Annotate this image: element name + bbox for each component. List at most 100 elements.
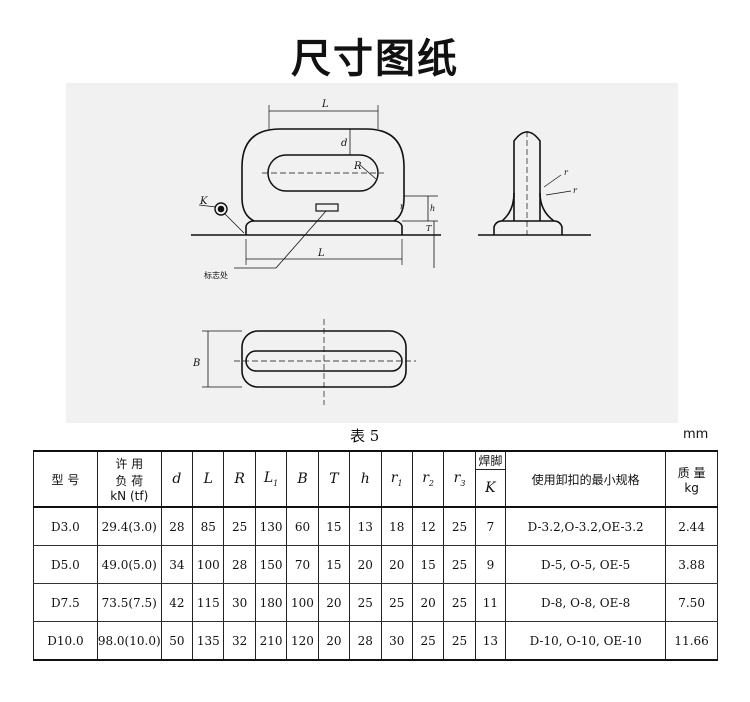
cell-T: 15 (317, 545, 351, 584)
col-r3: r3 (443, 450, 476, 508)
label-K: K (199, 196, 208, 207)
cell-h: 13 (349, 507, 382, 546)
label-r1: r (564, 168, 569, 177)
cell-shackle: D-8, O-8, OE-8 (505, 583, 667, 622)
col-T: T (317, 450, 351, 508)
col-K: K (474, 469, 507, 508)
cell-L1: 130 (254, 507, 288, 546)
cell-L: 135 (192, 621, 225, 661)
col-load-line2: 负 荷 (115, 474, 144, 488)
col-L: L (192, 450, 225, 508)
cell-h: 20 (349, 545, 382, 584)
cell-load: 49.0(5.0) (96, 545, 162, 584)
cell-R: 25 (223, 507, 256, 546)
col-shackle: 使用卸扣的最小规格 (505, 450, 667, 508)
drawing-svg: L d R K r h T L r r B 标志处 (191, 99, 591, 405)
col-load-line1: 许 用 (115, 457, 144, 471)
table-row: D5.0 49.0(5.0) 34 100 28 150 70 15 20 20… (33, 545, 718, 584)
cell-R: 32 (223, 621, 256, 661)
col-r3-text: r (453, 470, 461, 487)
label-L1: L (317, 248, 325, 259)
cell-r2: 12 (411, 507, 445, 546)
side-view (478, 131, 591, 236)
col-r1-text: r (390, 470, 398, 487)
table-caption: 表 5 (350, 427, 380, 445)
cell-L1: 150 (254, 545, 288, 584)
cell-model: D7.5 (33, 583, 98, 622)
col-R: R (223, 450, 256, 508)
cell-r1: 20 (380, 545, 413, 584)
cell-mass: 7.50 (665, 583, 718, 622)
table-row: D7.5 73.5(7.5) 42 115 30 180 100 20 25 2… (33, 583, 718, 622)
cell-L1: 180 (254, 583, 288, 622)
label-r3: r (573, 186, 578, 195)
cell-model: D3.0 (33, 507, 98, 546)
col-model: 型 号 (33, 450, 98, 508)
cell-model: D5.0 (33, 545, 98, 584)
cell-r2: 15 (411, 545, 445, 584)
col-L1-text: L (263, 470, 274, 487)
col-h: h (349, 450, 382, 508)
col-r2-text: r (422, 470, 429, 487)
cell-r3: 25 (443, 621, 476, 661)
col-r1: r1 (380, 450, 413, 508)
cell-L: 85 (192, 507, 225, 546)
page-title: 尺寸图纸 (291, 36, 459, 82)
cell-T: 20 (317, 583, 351, 622)
col-load: 许 用 负 荷 kN (tf) (96, 450, 162, 508)
cell-h: 28 (349, 621, 382, 661)
cell-shackle: D-5, O-5, OE-5 (505, 545, 667, 584)
cell-B: 70 (286, 545, 319, 584)
cell-R: 28 (223, 545, 256, 584)
cell-load: 29.4(3.0) (96, 507, 162, 546)
col-L1: L1 (254, 450, 288, 508)
cell-d: 34 (160, 545, 194, 584)
cell-L1: 210 (254, 621, 288, 661)
col-d: d (160, 450, 194, 508)
label-T: T (426, 224, 432, 233)
label-h: h (430, 204, 435, 213)
cell-d: 50 (160, 621, 194, 661)
col-r2: r2 (411, 450, 445, 508)
cell-B: 60 (286, 507, 319, 546)
front-view (191, 105, 441, 269)
cell-r3: 25 (443, 507, 476, 546)
cell-d: 42 (160, 583, 194, 622)
col-weld: 焊脚 (474, 450, 507, 470)
cell-shackle: D-3.2,O-3.2,OE-3.2 (505, 507, 667, 546)
cell-r1: 18 (380, 507, 413, 546)
cell-r1: 25 (380, 583, 413, 622)
label-L: L (321, 99, 329, 110)
col-B: B (286, 450, 319, 508)
table-row: D3.0 29.4(3.0) 28 85 25 130 60 15 13 18 … (33, 507, 718, 546)
col-load-line3: kN (tf) (110, 489, 149, 503)
cell-K: 13 (474, 621, 507, 661)
cell-mass: 11.66 (665, 621, 718, 661)
col-mass-line2: kg (684, 480, 699, 495)
cell-r2: 20 (411, 583, 445, 622)
cell-load: 98.0(10.0) (96, 621, 162, 661)
cell-K: 11 (474, 583, 507, 622)
table-row: D10.0 98.0(10.0) 50 135 32 210 120 20 28… (33, 621, 718, 661)
table-unit: mm (683, 427, 709, 442)
cell-R: 30 (223, 583, 256, 622)
cell-mass: 3.88 (665, 545, 718, 584)
col-mass-line1: 质 量 (677, 465, 706, 480)
cell-L: 100 (192, 545, 225, 584)
cell-d: 28 (160, 507, 194, 546)
spec-table: 型 号 许 用 负 荷 kN (tf) d L R L1 B T h r1 r2… (33, 450, 718, 661)
technical-drawing: L d R K r h T L r r B 标志处 (66, 83, 678, 423)
cell-B: 100 (286, 583, 319, 622)
top-view (202, 319, 416, 405)
cell-T: 20 (317, 621, 351, 661)
cell-K: 7 (474, 507, 507, 546)
cell-load: 73.5(7.5) (96, 583, 162, 622)
label-r2: r (400, 202, 405, 211)
table-header-subrow: K (34, 469, 718, 508)
cell-shackle: D-10, O-10, OE-10 (505, 621, 667, 661)
drawing-labels: L d R K r h T L r r B 标志处 (192, 99, 578, 369)
cell-r2: 25 (411, 621, 445, 661)
cell-r3: 25 (443, 545, 476, 584)
label-B: B (192, 358, 200, 369)
cell-B: 120 (286, 621, 319, 661)
